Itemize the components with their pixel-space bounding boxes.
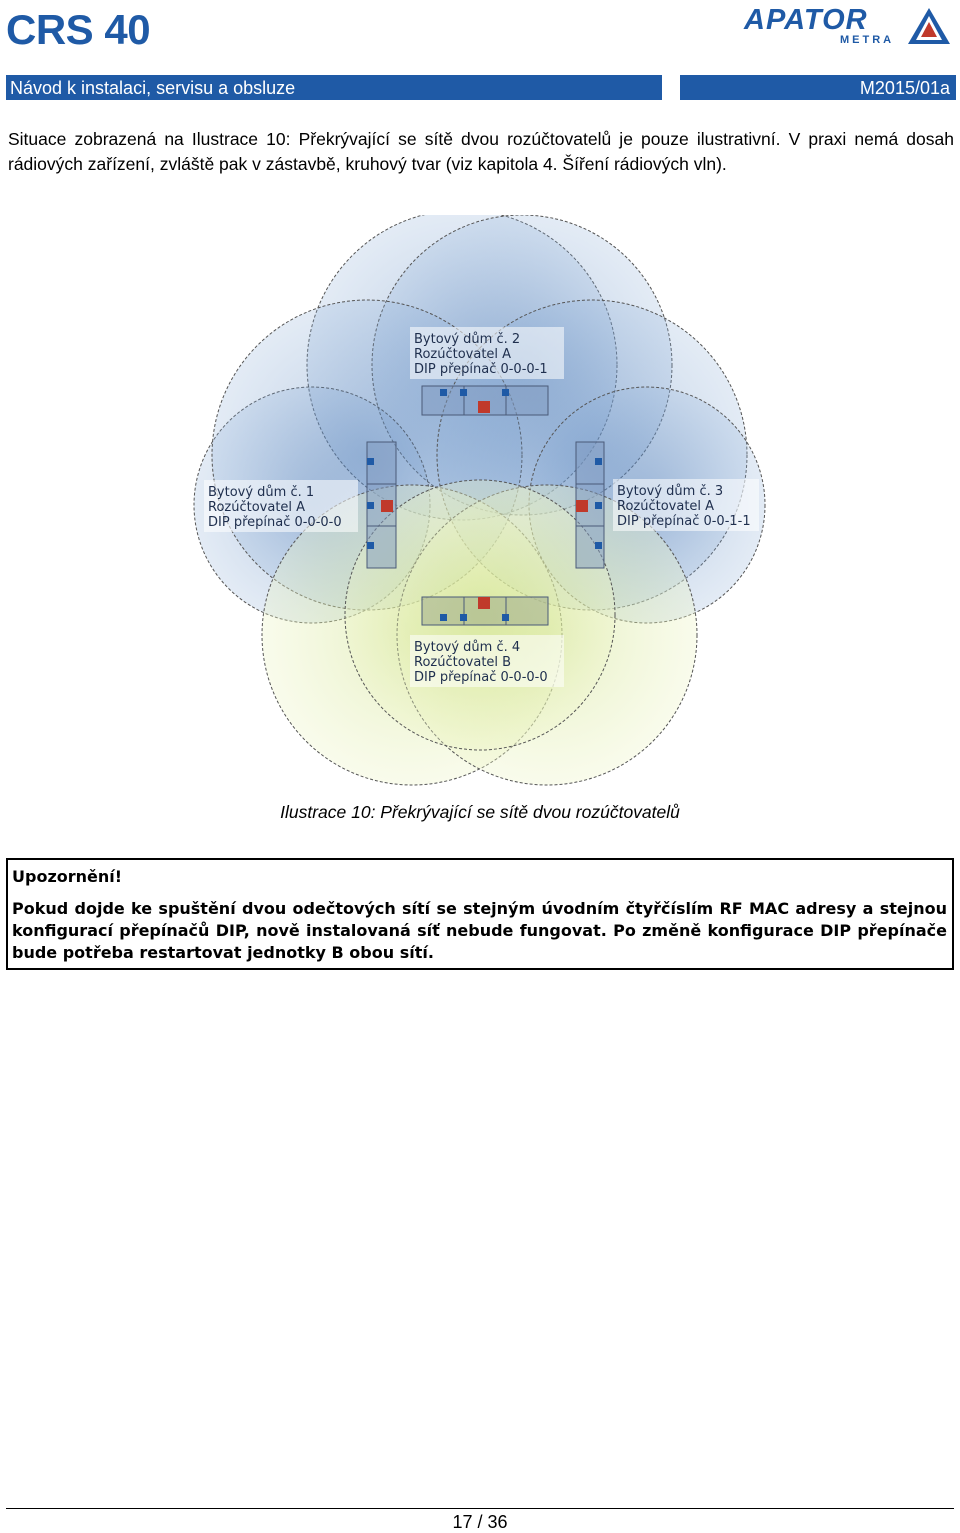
meter-node	[502, 389, 509, 396]
meter-node	[367, 502, 374, 509]
building-4-name: Bytový dům č. 4	[414, 640, 520, 655]
concentrator-node	[478, 401, 490, 413]
building-3-name: Bytový dům č. 3	[617, 484, 723, 499]
building-1-distributor: Rozúčtovatel A	[208, 500, 305, 515]
document-code: M2015/01a	[680, 75, 956, 100]
concentrator-node	[478, 597, 490, 609]
meter-node	[440, 389, 447, 396]
building-4-distributor: Rozúčtovatel B	[414, 655, 511, 670]
meter-node	[595, 458, 602, 465]
brand-name: APATOR	[744, 4, 868, 36]
meter-node	[595, 542, 602, 549]
building-3-dip: DIP přepínač 0-0-1-1	[617, 514, 751, 529]
building-3-block	[575, 441, 605, 569]
building-2-label: Bytový dům č. 2 Rozúčtovatel A DIP přepí…	[410, 327, 564, 379]
meter-node	[367, 542, 374, 549]
building-1-name: Bytový dům č. 1	[208, 485, 314, 500]
building-3-label: Bytový dům č. 3 Rozúčtovatel A DIP přepí…	[613, 479, 759, 531]
meter-node	[460, 389, 467, 396]
warning-title: Upozornění!	[12, 867, 123, 886]
footer-divider	[6, 1508, 954, 1509]
meter-node	[440, 614, 447, 621]
meter-node	[502, 614, 509, 621]
building-4-dip: DIP přepínač 0-0-0-0	[414, 670, 548, 685]
building-2-distributor: Rozúčtovatel A	[414, 347, 511, 362]
meter-node	[367, 458, 374, 465]
building-3-distributor: Rozúčtovatel A	[617, 499, 714, 514]
building-1-label: Bytový dům č. 1 Rozúčtovatel A DIP přepí…	[204, 480, 358, 532]
brand-sub: METRA	[840, 34, 895, 46]
warning-body: Pokud dojde ke spuštění dvou odečtových …	[12, 899, 947, 962]
document-title: CRS 40	[6, 6, 151, 53]
building-4-label: Bytový dům č. 4 Rozúčtovatel B DIP přepí…	[410, 635, 564, 687]
overlapping-networks-illustration: Bytový dům č. 2 Rozúčtovatel A DIP přepí…	[193, 215, 766, 786]
building-4-block	[421, 596, 549, 626]
concentrator-node	[576, 500, 588, 512]
concentrator-node	[381, 500, 393, 512]
meter-node	[460, 614, 467, 621]
page-number: 17 / 36	[452, 1512, 508, 1532]
figure-caption: Ilustrace 10: Překrývající se sítě dvou …	[280, 802, 680, 822]
manual-subtitle-band: Návod k instalaci, servisu a obsluze	[6, 75, 662, 100]
building-2-name: Bytový dům č. 2	[414, 332, 520, 347]
building-1-block	[366, 441, 397, 569]
building-2-block	[421, 385, 549, 416]
apator-logo: APATOR METRA	[744, 4, 956, 48]
warning-box: Upozornění! Pokud dojde ke spuštění dvou…	[6, 858, 954, 970]
building-1-dip: DIP přepínač 0-0-0-0	[208, 515, 342, 530]
logo-mark-icon	[908, 8, 950, 44]
building-2-dip: DIP přepínač 0-0-0-1	[414, 362, 548, 377]
meter-node	[595, 502, 602, 509]
intro-paragraph: Situace zobrazená na Ilustrace 10: Překr…	[8, 129, 954, 174]
